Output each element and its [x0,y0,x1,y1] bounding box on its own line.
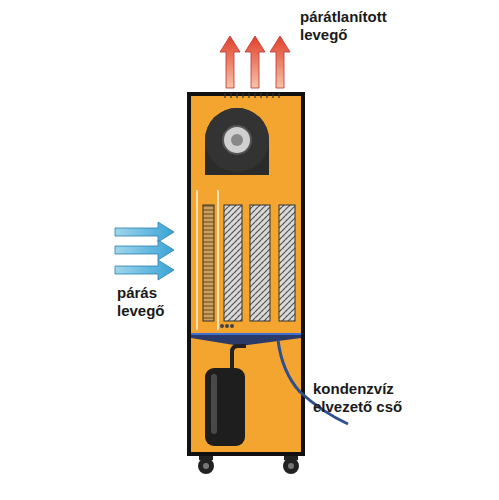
fan [205,108,269,175]
filter [203,205,214,321]
condenser-coil [279,205,295,321]
label: kondenzvíz elvezető cső [313,380,423,416]
evaporator-coil [224,205,242,321]
internal-lines [197,190,218,330]
outlet-arrows [220,36,290,88]
label: párás levegő [117,284,185,320]
float-switch [220,324,234,328]
compressor [205,346,246,446]
top-grille [225,93,279,98]
inlet-arrows [115,222,174,280]
evaporator-coil [250,205,270,321]
cabinet [189,94,303,454]
label: párátlanított levegő [300,8,412,44]
